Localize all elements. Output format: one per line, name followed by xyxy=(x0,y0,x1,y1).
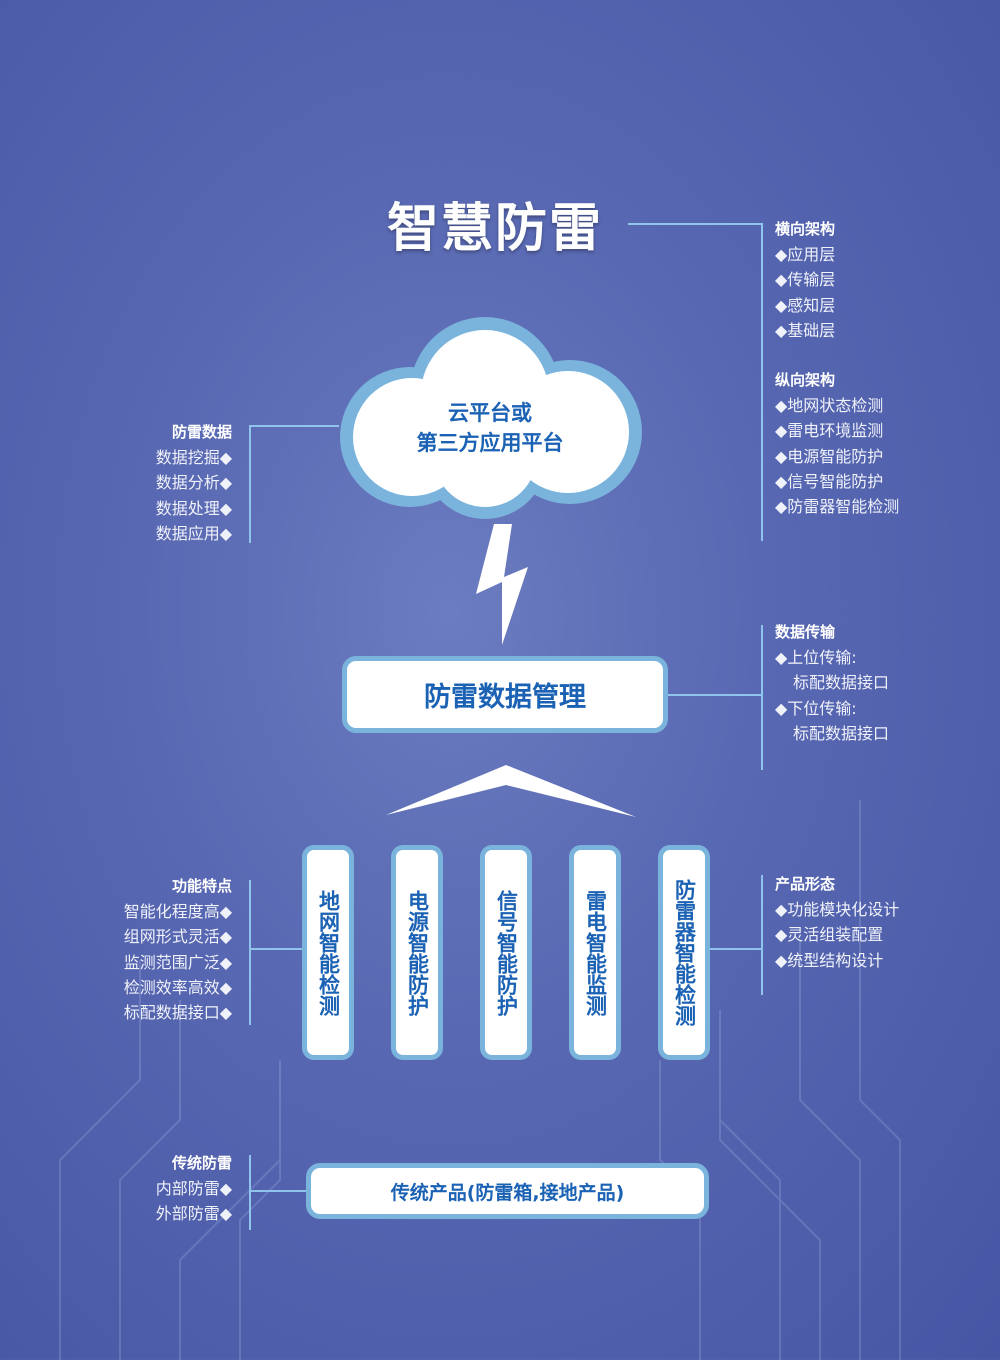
list-item: ◆雷电环境监测 xyxy=(775,421,884,441)
list-item: 监测范围广泛◆ xyxy=(123,952,232,972)
list-item: 数据分析◆ xyxy=(155,473,232,493)
list-item: ◆灵活组装配置 xyxy=(775,925,884,945)
cloud-icon xyxy=(340,317,642,519)
lightning-data: 防雷数据 数据挖掘◆ 数据分析◆ 数据处理◆ 数据应用◆ xyxy=(156,420,232,546)
list-item: ◆防雷器智能检测 xyxy=(775,497,900,517)
product-form: 产品形态 ◆功能模块化设计 ◆灵活组装配置 ◆统型结构设计 xyxy=(775,872,899,973)
connector-line xyxy=(761,223,763,541)
list-item: 标配数据接口 xyxy=(793,673,890,693)
pillar-arrester: 防雷器智能检测 xyxy=(658,845,710,1060)
connector-line xyxy=(761,625,763,770)
pillar-power: 电源智能防护 xyxy=(391,845,443,1060)
page-title: 智慧防雷 xyxy=(386,199,603,259)
connector-line xyxy=(249,880,251,1025)
traditional-products-box: 传统产品(防雷箱,接地产品) xyxy=(306,1163,709,1219)
list-item: ◆下位传输: xyxy=(775,698,857,718)
connector-line xyxy=(249,1155,251,1230)
connector-line xyxy=(249,425,339,427)
block-heading: 防雷数据 xyxy=(171,423,232,441)
cloud-line-1: 云平台或 xyxy=(448,401,532,425)
block-heading: 产品形态 xyxy=(775,875,836,893)
list-item: 数据挖掘◆ xyxy=(155,448,232,468)
list-item: 标配数据接口 xyxy=(793,723,890,743)
list-item: 内部防雷◆ xyxy=(155,1179,232,1199)
list-item: ◆传输层 xyxy=(775,270,836,290)
pillar-lightning-monitor: 雷电智能监测 xyxy=(569,845,621,1060)
list-item: 组网形式灵活◆ xyxy=(123,927,232,947)
list-item: ◆上位传输: xyxy=(775,648,857,668)
connector-line xyxy=(249,1190,307,1192)
list-item: 数据应用◆ xyxy=(155,523,232,543)
list-item: ◆电源智能防护 xyxy=(775,446,884,466)
list-item: ◆统型结构设计 xyxy=(775,950,884,970)
horizontal-architecture: 横向架构 ◆应用层 ◆传输层 ◆感知层 ◆基础层 xyxy=(775,217,835,343)
connector-line xyxy=(761,875,763,995)
list-item: ◆基础层 xyxy=(775,320,836,340)
block-heading: 传统防雷 xyxy=(171,1154,232,1172)
cloud-line-2: 第三方应用平台 xyxy=(416,431,564,455)
cloud-platform-label: 云平台或 第三方应用平台 xyxy=(340,398,640,458)
list-item: ◆信号智能防护 xyxy=(775,471,884,491)
data-transfer: 数据传输 ◆上位传输: 标配数据接口 ◆下位传输: 标配数据接口 xyxy=(775,620,889,746)
list-item: 智能化程度高◆ xyxy=(123,902,232,922)
connector-line xyxy=(628,223,762,225)
pillar-ground-grid: 地网智能检测 xyxy=(302,845,354,1060)
traditional-protection: 传统防雷 内部防雷◆ 外部防雷◆ xyxy=(156,1151,232,1227)
connector-line xyxy=(249,948,302,950)
list-item: ◆地网状态检测 xyxy=(775,396,884,416)
pillar-signal: 信号智能防护 xyxy=(480,845,532,1060)
block-heading: 纵向架构 xyxy=(775,371,836,389)
list-item: 数据处理◆ xyxy=(155,498,232,518)
list-item: ◆应用层 xyxy=(775,245,836,265)
lightning-bolt-icon xyxy=(476,524,528,645)
connector-line xyxy=(667,694,762,696)
list-item: 标配数据接口◆ xyxy=(123,1003,232,1023)
block-heading: 功能特点 xyxy=(171,877,232,895)
list-item: ◆功能模块化设计 xyxy=(775,900,900,920)
connector-line xyxy=(710,948,762,950)
list-item: ◆感知层 xyxy=(775,295,836,315)
list-item: 检测效率高效◆ xyxy=(123,977,232,997)
features: 功能特点 智能化程度高◆ 组网形式灵活◆ 监测范围广泛◆ 检测效率高效◆ 标配数… xyxy=(124,874,232,1025)
data-management-box: 防雷数据管理 xyxy=(342,656,668,733)
connector-line xyxy=(249,425,251,543)
vertical-architecture: 纵向架构 ◆地网状态检测 ◆雷电环境监测 ◆电源智能防护 ◆信号智能防护 ◆防雷… xyxy=(775,368,899,519)
block-heading: 横向架构 xyxy=(775,220,836,238)
roof-arrow-icon xyxy=(386,765,636,817)
block-heading: 数据传输 xyxy=(775,623,836,641)
list-item: 外部防雷◆ xyxy=(155,1204,232,1224)
